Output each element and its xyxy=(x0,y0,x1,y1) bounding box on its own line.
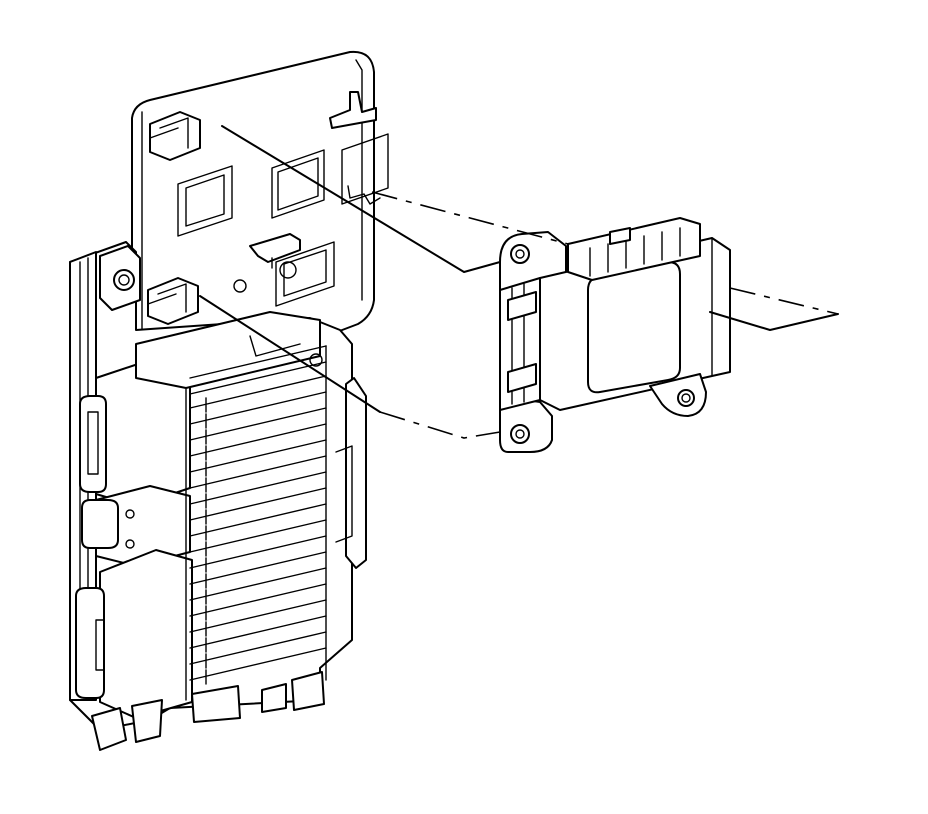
bracket-hook xyxy=(329,91,377,129)
leader-line-upper xyxy=(221,125,501,273)
alignment-leader-lines xyxy=(199,125,839,439)
module-foot-center xyxy=(131,699,163,743)
module-foot-tab-1 xyxy=(261,683,287,713)
bracket-window-center xyxy=(271,149,325,219)
module-foot-right xyxy=(191,685,241,723)
module-connector-bay-3 xyxy=(99,549,193,719)
bracket-hole-center xyxy=(279,261,297,279)
bracket-latch xyxy=(249,233,301,263)
module-side-rib xyxy=(345,377,367,569)
leader-line-lower xyxy=(199,295,381,413)
bracket-hole-small xyxy=(233,279,247,293)
module-heat-sink xyxy=(189,345,327,685)
connector-plug-2 xyxy=(81,499,119,549)
control-module xyxy=(69,241,367,751)
bracket-window-right xyxy=(341,133,389,205)
bracket-window-left xyxy=(177,165,233,237)
connector-plug-3 xyxy=(75,587,105,699)
bracket-window-lower xyxy=(275,241,335,307)
leader-line-upper-dash xyxy=(371,191,569,245)
module-foot-tab-2 xyxy=(291,671,325,711)
connector-plug-1 xyxy=(79,395,107,493)
leader-line-lower-dash xyxy=(379,411,501,439)
leader-line-right-end xyxy=(709,311,839,331)
leader-line-right xyxy=(729,287,839,315)
sensor-label-panel xyxy=(587,261,681,394)
module-foot-left xyxy=(91,707,127,751)
module-screw xyxy=(113,269,135,291)
sensor-module xyxy=(499,217,731,453)
sensor-connector xyxy=(567,217,701,281)
